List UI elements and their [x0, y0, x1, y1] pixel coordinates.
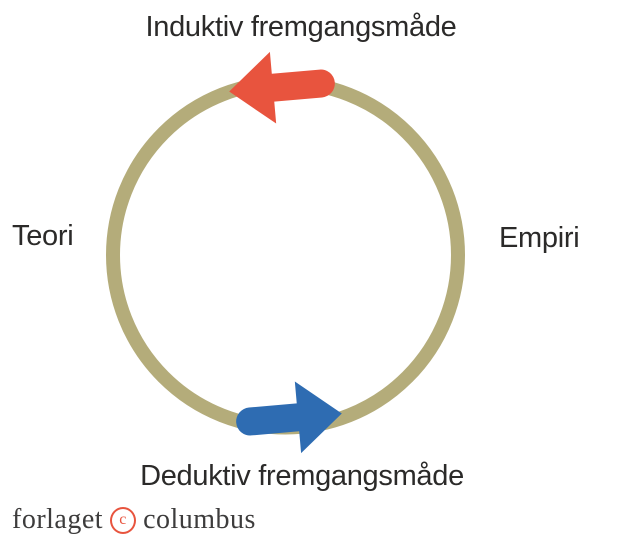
deductive-arrow-icon: [236, 381, 342, 454]
logo-word-forlaget: forlaget: [12, 504, 104, 535]
label-inductive-approach: Induktiv fremgangsmåde: [145, 11, 457, 43]
copyright-icon: c: [110, 506, 137, 534]
label-empiricism: Empiri: [499, 222, 580, 254]
label-deductive-approach: Deduktiv fremgangsmåde: [140, 460, 464, 492]
cycle-ring: [106, 75, 465, 435]
inductive-arrow-icon: [229, 51, 335, 124]
publisher-logo: forlaget c columbus: [12, 504, 256, 536]
label-theory: Teori: [12, 220, 74, 252]
logo-word-columbus: columbus: [143, 504, 256, 535]
copyright-letter: c: [119, 510, 127, 528]
